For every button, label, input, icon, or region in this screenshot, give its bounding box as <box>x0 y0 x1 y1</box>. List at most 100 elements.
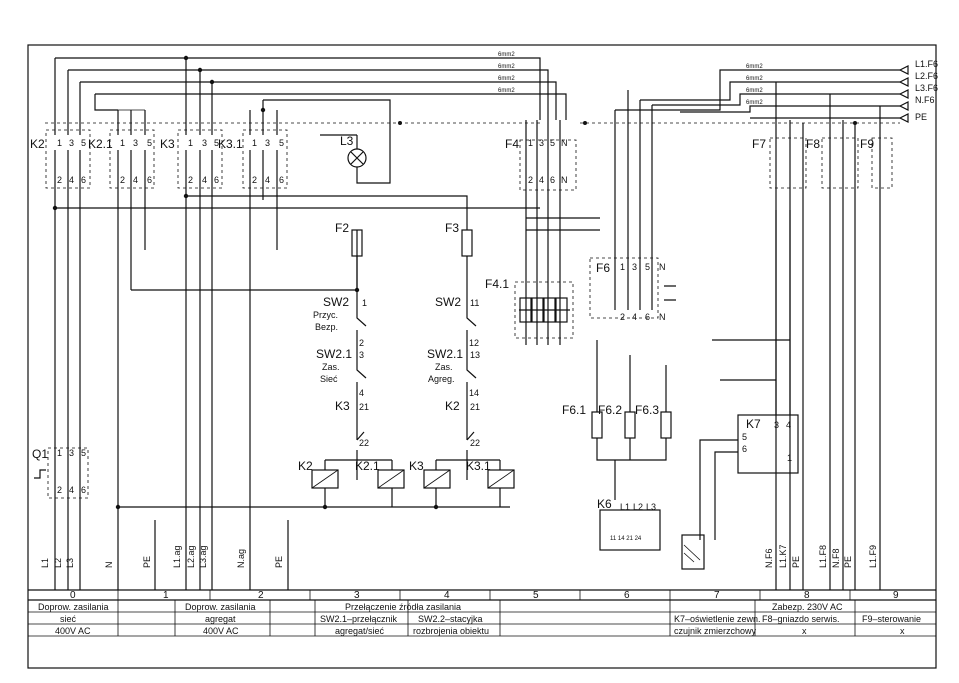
svg-text:Doprow. zasilania: Doprow. zasilania <box>38 602 109 612</box>
svg-text:13: 13 <box>470 350 480 360</box>
svg-text:4: 4 <box>632 312 637 322</box>
svg-text:Doprow. zasilania: Doprow. zasilania <box>185 602 256 612</box>
col-1: 1 <box>163 590 169 601</box>
svg-text:5: 5 <box>279 138 284 148</box>
coil-k3-label: K3 <box>409 459 424 473</box>
term-nag: N.ag <box>236 549 246 568</box>
svg-text:N: N <box>659 312 666 322</box>
sheet-border <box>27 44 937 669</box>
svg-text:6mm2: 6mm2 <box>498 88 515 94</box>
f63-label: F6.3 <box>635 403 659 417</box>
svg-text:11 14 21 24: 11 14 21 24 <box>610 536 642 542</box>
term-l2: L2 <box>53 558 63 568</box>
svg-text:1: 1 <box>528 138 533 148</box>
out-l1: L1.F6 <box>915 59 938 69</box>
svg-text:Przyc.: Przyc. <box>313 310 338 320</box>
out-pe: PE <box>915 112 927 122</box>
breakers-f7-f9: F7 F8 F9 <box>752 82 893 575</box>
out-l3: L3.F6 <box>915 83 938 93</box>
svg-text:SW2.2–stacyjka: SW2.2–stacyjka <box>418 614 483 624</box>
svg-text:Przełączenie źródła zasilania: Przełączenie źródła zasilania <box>345 602 461 612</box>
svg-text:F8–gniazdo serwis.: F8–gniazdo serwis. <box>762 614 840 624</box>
col-8: 8 <box>804 590 810 601</box>
svg-text:4: 4 <box>265 175 270 185</box>
q1-label: Q1 <box>32 447 48 461</box>
svg-text:L3: L3 <box>646 502 656 512</box>
svg-text:Zabezp. 230V AC: Zabezp. 230V AC <box>772 602 843 612</box>
col-6: 6 <box>624 590 630 601</box>
f62-label: F6.2 <box>598 403 622 417</box>
term-l1f9: L1.F9 <box>868 545 878 568</box>
svg-text:2: 2 <box>57 485 62 495</box>
svg-text:1: 1 <box>362 298 367 308</box>
lamp-l3: L3 <box>320 120 391 184</box>
k6-label: K6 <box>597 497 612 511</box>
svg-text:Zas.: Zas. <box>322 362 340 372</box>
fuse-f3: F3 <box>445 221 473 295</box>
svg-text:Zas.: Zas. <box>435 362 453 372</box>
term-pe: PE <box>142 556 152 568</box>
svg-text:2: 2 <box>188 175 193 185</box>
f61-label: F6.1 <box>562 403 586 417</box>
svg-text:4: 4 <box>202 175 207 185</box>
svg-text:5: 5 <box>214 138 219 148</box>
svg-text:6mm2: 6mm2 <box>746 100 763 106</box>
term-n: N <box>104 562 114 569</box>
svg-text:6: 6 <box>147 175 152 185</box>
svg-text:22: 22 <box>470 438 480 448</box>
svg-text:N: N <box>561 175 568 185</box>
relay-k21-label: K2.1 <box>88 137 113 151</box>
svg-text:agregat/sieć: agregat/sieć <box>335 626 385 636</box>
svg-text:SW2.1–przełącznik: SW2.1–przełącznik <box>320 614 398 624</box>
coil-k31-label: K3.1 <box>466 459 491 473</box>
lamp-label: L3 <box>340 134 354 148</box>
svg-text:agregat: agregat <box>205 614 236 624</box>
coil-k21 <box>377 469 405 489</box>
f6-fuses: F6.1 F6.2 F6.3 <box>562 340 672 500</box>
svg-text:21: 21 <box>470 402 480 412</box>
col-7: 7 <box>714 590 720 601</box>
coil-k2-label: K2 <box>298 459 313 473</box>
f7-label: F7 <box>752 137 766 151</box>
svg-text:21: 21 <box>359 402 369 412</box>
sensor-photocell <box>681 534 705 570</box>
svg-text:4: 4 <box>359 388 364 398</box>
svg-text:1: 1 <box>620 262 625 272</box>
term-pe2: PE <box>274 556 284 568</box>
svg-text:5: 5 <box>742 432 747 442</box>
f41-label: F4.1 <box>485 277 509 291</box>
f9-label: F9 <box>860 137 874 151</box>
switch-column-right: SW2 11 12 SW2.1 13 Zas. Agreg. 14 K2 21 … <box>427 295 480 480</box>
switch-column-left: SW2 1 Przyc. Bezp. 2 SW2.1 3 Zas. Sieć 4… <box>313 295 369 480</box>
svg-text:6mm2: 6mm2 <box>498 76 515 82</box>
fuse-f2: F2 <box>335 221 363 295</box>
svg-text:5: 5 <box>81 138 86 148</box>
term-l1k7: L1.K7 <box>778 544 788 568</box>
svg-text:14: 14 <box>469 388 479 398</box>
title-block: 0 1 2 3 4 5 6 7 8 9 Doprow. zasilania si… <box>28 589 936 637</box>
svg-text:L2: L2 <box>633 502 643 512</box>
term-l1: L1 <box>40 558 50 568</box>
svg-text:6: 6 <box>550 175 555 185</box>
svg-text:5: 5 <box>550 138 555 148</box>
relay-k3-label: K3 <box>160 137 175 151</box>
term-pe4: PE <box>843 556 853 568</box>
svg-text:Sieć: Sieć <box>320 374 338 384</box>
svg-text:2: 2 <box>57 175 62 185</box>
term-nf8: N.F8 <box>831 548 841 568</box>
svg-text:2: 2 <box>359 338 364 348</box>
svg-text:3: 3 <box>632 262 637 272</box>
svg-text:3: 3 <box>69 448 74 458</box>
svg-text:6: 6 <box>81 485 86 495</box>
term-l3ag: L3.ag <box>198 545 208 568</box>
term-nf6: N.F6 <box>764 548 774 568</box>
col-5: 5 <box>533 590 539 601</box>
outputs: L1.F6 L2.F6 L3.F6 N.F6 PE <box>750 59 938 123</box>
supply-buses <box>54 55 567 135</box>
svg-text:6: 6 <box>645 312 650 322</box>
svg-text:4: 4 <box>133 175 138 185</box>
